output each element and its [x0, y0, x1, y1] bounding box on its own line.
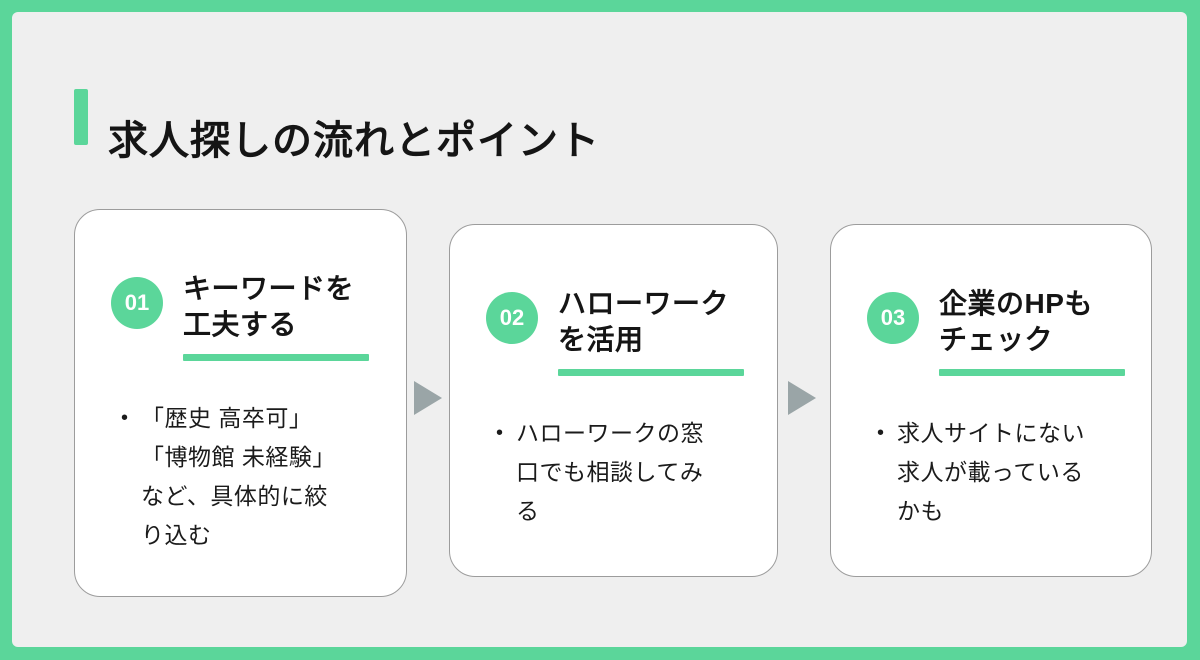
step-2-number-badge: 02: [486, 292, 538, 344]
list-item: • ハローワークの窓 口でも相談してみ る: [496, 414, 745, 531]
step-1-header: 01 キーワードを 工夫する: [111, 271, 374, 343]
step-2-bullet-text: ハローワークの窓 口でも相談してみ る: [516, 420, 705, 524]
step-card-1: 01 キーワードを 工夫する • 「歴史 高卒可」 「博物館 未経験」 など、具…: [74, 209, 407, 597]
step-3-bullet-text: 求人サイトにない 求人が載っている かも: [897, 420, 1086, 524]
step-2-underline: [558, 369, 744, 376]
step-1-underline: [183, 354, 369, 361]
step-3-underline: [939, 369, 1125, 376]
step-3-title: 企業のHPも チェック: [939, 288, 1093, 355]
step-card-3: 03 企業のHPも チェック • 求人サイトにない 求人が載っている かも: [830, 224, 1152, 577]
bullet-icon: •: [496, 422, 504, 444]
content-area: 求人探しの流れとポイント 01 キーワードを 工夫する • 「歴史 高卒可」 「…: [12, 12, 1187, 647]
step-3-bullet-list: • 求人サイトにない 求人が載っている かも: [867, 414, 1119, 531]
step-1-bullet-list: • 「歴史 高卒可」 「博物館 未経験」 など、具体的に絞 り込む: [111, 399, 374, 555]
step-2-header: 02 ハローワーク を活用: [486, 286, 745, 358]
step-1-title: キーワードを 工夫する: [183, 273, 355, 340]
list-item: • 「歴史 高卒可」 「博物館 未経験」 など、具体的に絞 り込む: [121, 399, 374, 555]
title-accent-bar: [74, 89, 88, 145]
bullet-icon: •: [121, 407, 129, 429]
bullet-icon: •: [877, 422, 885, 444]
arrow-right-icon: [788, 381, 816, 415]
step-2-title: ハローワーク を活用: [558, 288, 730, 355]
list-item: • 求人サイトにない 求人が載っている かも: [877, 414, 1119, 531]
step-3-header: 03 企業のHPも チェック: [867, 286, 1119, 358]
step-2-bullet-list: • ハローワークの窓 口でも相談してみ る: [486, 414, 745, 531]
step-card-2: 02 ハローワーク を活用 • ハローワークの窓 口でも相談してみ る: [449, 224, 778, 577]
step-1-bullet-text: 「歴史 高卒可」 「博物館 未経験」 など、具体的に絞 り込む: [141, 405, 336, 548]
arrow-right-icon: [414, 381, 442, 415]
page-title: 求人探しの流れとポイント: [108, 118, 600, 163]
step-1-number-badge: 01: [111, 277, 163, 329]
step-3-number-badge: 03: [867, 292, 919, 344]
